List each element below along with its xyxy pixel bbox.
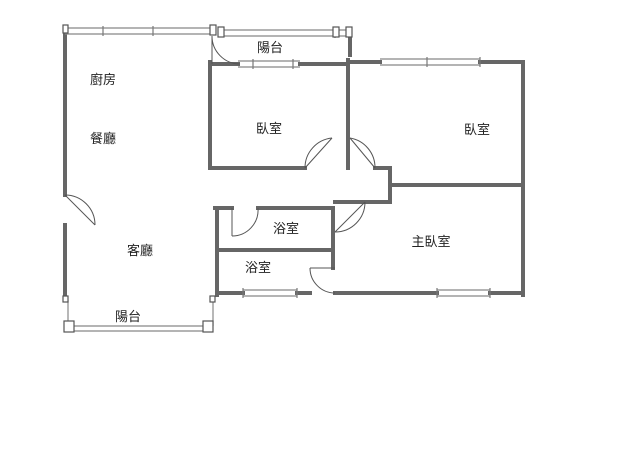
label-balcony-top: 陽台: [257, 41, 283, 56]
label-balcony-bottom: 陽台: [115, 310, 141, 325]
room-labels: 廚房 餐廳 客廳 陽台 陽台 臥室 臥室 浴室 浴室 主臥室: [90, 41, 490, 325]
label-bathroom-2: 浴室: [245, 260, 271, 276]
label-dining: 餐廳: [90, 131, 116, 147]
label-master-bedroom: 主臥室: [411, 234, 450, 250]
exterior-walls: [63, 26, 525, 332]
label-living-room: 客廳: [127, 243, 153, 259]
label-kitchen: 廚房: [90, 72, 116, 88]
doors: [64, 35, 376, 294]
label-bedroom-1: 臥室: [256, 121, 282, 137]
label-bedroom-2: 臥室: [464, 122, 490, 138]
label-bathroom-1: 浴室: [273, 221, 299, 237]
structural-posts: [62, 24, 353, 333]
